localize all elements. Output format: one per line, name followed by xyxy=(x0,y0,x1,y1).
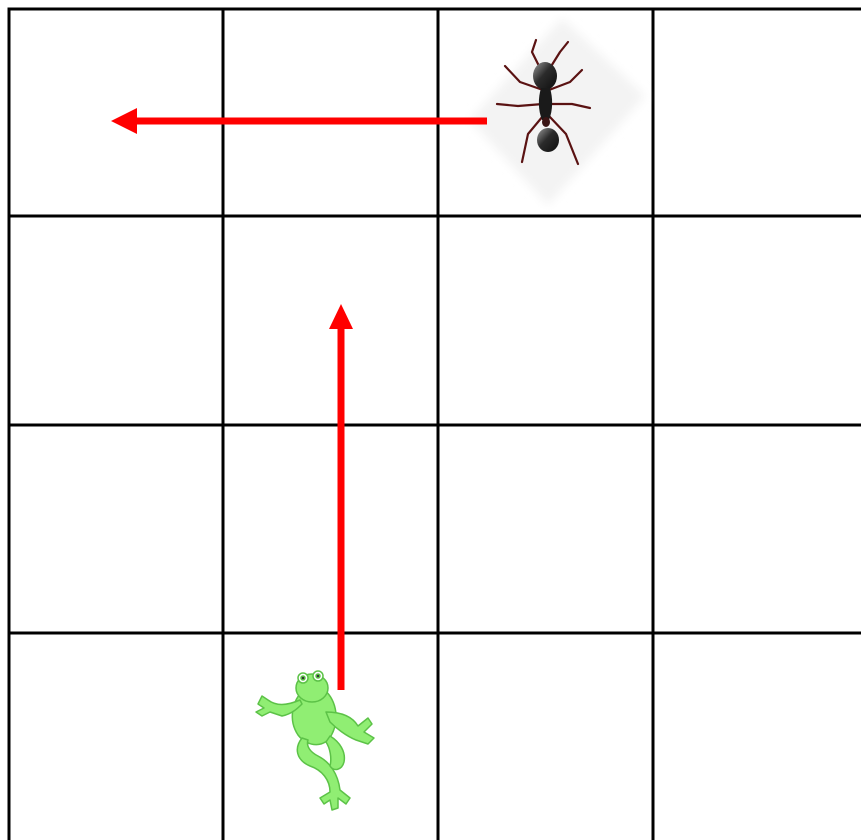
ant-thorax xyxy=(539,88,552,120)
ant-head xyxy=(533,62,557,90)
ant-abdomen xyxy=(537,128,559,152)
